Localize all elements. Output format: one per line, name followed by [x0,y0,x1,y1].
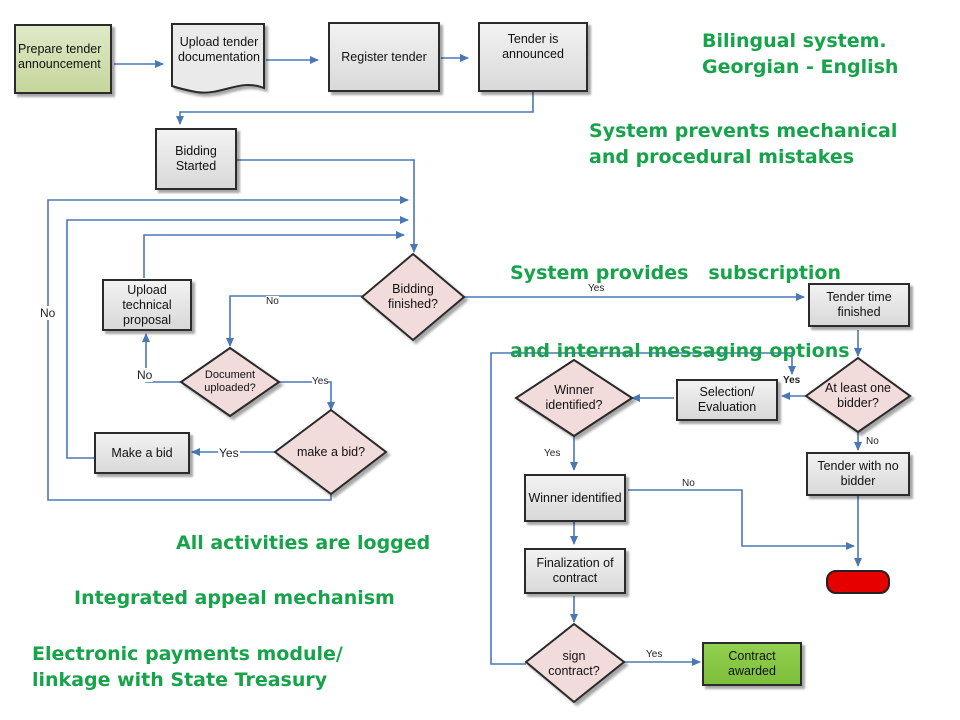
node-no-bidder: Tender with no bidder [806,452,910,496]
node-upload-doc-text: Upload tender documentation [177,35,260,64]
edge-bid-no [226,494,332,501]
edge-loop-upload [143,231,405,278]
note-prevents-line2: and procedural mistakes [589,146,855,168]
node-finalization-label: Finalization of contract [536,556,614,585]
edge-sign-no [490,352,796,665]
note-payments-line1: Electronic payments module/ [32,643,343,665]
note-bilingual-line2: Georgian - English [702,56,899,78]
note-bilingual: Bilingual system. Georgian - English [702,28,898,80]
label-yes-doc: Yes [312,376,329,387]
node-upload-tech-label: Upload technical proposal [122,282,172,327]
note-bilingual-line1: Bilingual system. [702,30,887,52]
node-tender-announced: Tender is announced [478,22,588,92]
node-register-label: Register tender [341,49,427,64]
node-make-a-bid: Make a bid [94,432,190,474]
node-make-bid-label: Make a bid [111,445,173,460]
decision-bidding-finished-text: Bidding finished? [387,282,439,311]
note-logged: All activities are logged [176,532,431,554]
label-no-loop: No [39,306,57,320]
label-no-winner: No [682,478,695,489]
edge-loop-make-bid [66,216,409,459]
decision-doc-uploaded-text: Document uploaded? [204,369,256,394]
node-bidding-started-label: Bidding Started [175,144,217,173]
decision-at-least-one [804,356,912,434]
node-announced-label: Tender is announced [502,32,564,61]
edge-loop-no [47,196,409,501]
edge-announced-bidding [176,92,534,125]
decision-document-uploaded [179,346,281,418]
note-subscription-line1: System provides subscription [510,262,841,284]
node-upload-technical: Upload technical proposal [102,279,192,331]
note-subscription-line2: and internal messaging options [510,340,850,362]
node-awarded-label: Contract awarded [728,649,776,678]
node-winner-label: Winner identified [528,490,622,505]
node-winner-identified: Winner identified [524,474,626,522]
edge-bidding-no [226,295,364,347]
node-selection-label: Selection/ Evaluation [697,385,757,414]
node-prepare-label: Prepare tender announcement [18,42,102,71]
note-prevents: System prevents mechanical and procedura… [589,118,897,170]
label-yes-finished: Yes [588,283,605,294]
decision-make-bid-text: make a bid? [296,444,366,459]
node-contract-awarded: Contract awarded [702,642,802,686]
label-yes-bid: Yes [218,446,240,460]
label-no-bidder: No [866,436,879,447]
label-no-doc: No [136,368,154,382]
node-finalization: Finalization of contract [524,548,626,594]
edge-doc-yes [278,381,335,411]
node-tender-time: Tender time finished [808,283,910,327]
edge-doc-no [142,333,184,383]
decision-winner-identified [514,358,634,438]
edge-bidding-started [237,159,418,253]
note-payments-line2: linkage with State Treasury [32,669,328,691]
decision-winner-q-text: Winner identified? [545,383,603,412]
decision-sign-text: sign contract? [548,649,600,678]
node-no-bidder-label: Tender with no bidder [817,459,899,488]
label-yes-winner: Yes [544,448,561,459]
label-yes-sign: Yes [646,649,663,660]
label-no-bidding: No [266,296,279,307]
decision-sign-contract [524,622,626,704]
node-tender-time-label: Tender time finished [826,290,892,319]
upload-doc-shape [171,23,265,94]
note-prevents-line1: System prevents mechanical [589,120,898,142]
decision-make-a-bid [273,408,388,496]
decision-bidding-finished [360,252,466,342]
label-yes-bidder: Yes [783,375,801,386]
note-appeal: Integrated appeal mechanism [74,587,395,609]
node-register-tender: Register tender [328,22,440,92]
note-subscription: System provides subscription and interna… [510,208,850,390]
stop-terminator [826,570,890,594]
node-prepare-tender: Prepare tender announcement [14,24,112,94]
edge-winner-no [628,489,855,550]
decision-at-least-one-text: At least one bidder? [824,381,891,410]
node-selection: Selection/ Evaluation [676,379,778,421]
note-payments: Electronic payments module/ linkage with… [32,641,343,693]
node-bidding-started: Bidding Started [155,128,237,190]
